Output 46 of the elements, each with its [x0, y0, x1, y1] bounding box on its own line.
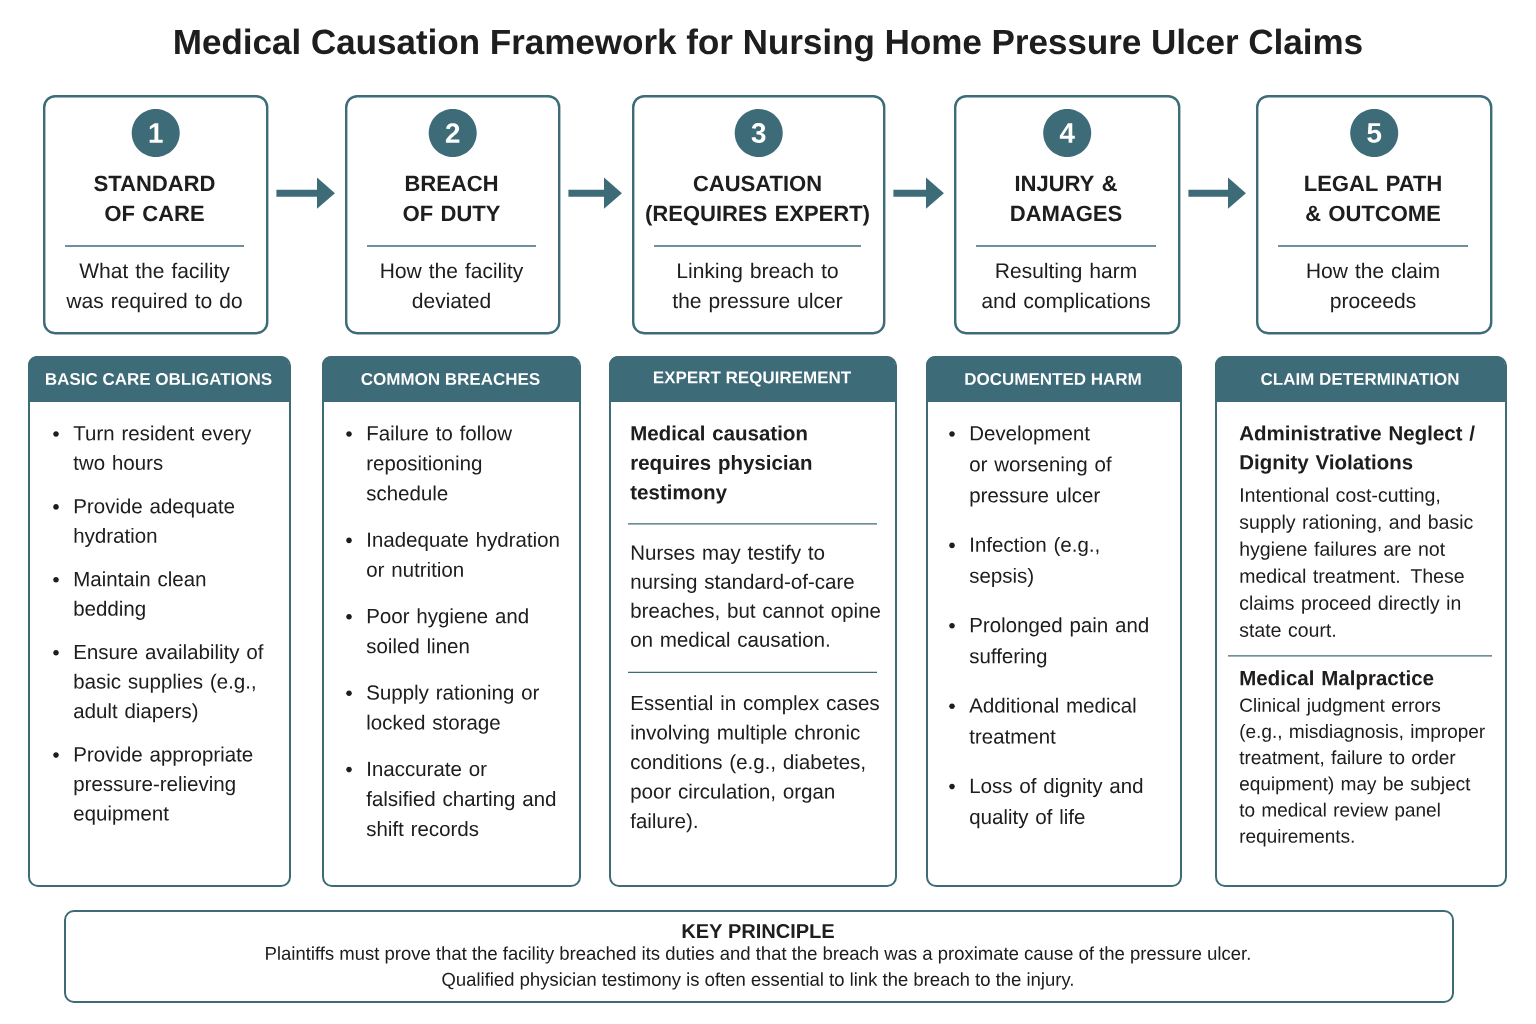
panel-header: CLAIM DETERMINATION [1215, 356, 1505, 402]
panel-text: Clinical judgment errors (e.g., misdiagnosis, improper treatment, failure to order equipment) may be subject to medical review panel requirements. [1239, 697, 1485, 847]
number-badge: 1 [131, 109, 180, 157]
key-principle-text: Qualified physician testimony is often essential to link the breach to the injury. [442, 972, 1073, 990]
list-item: Supply rationing or locked storage [367, 684, 540, 734]
list-item: Inadequate hydration or nutrition [367, 531, 559, 577]
step-heading: INJURY & DAMAGES [1011, 175, 1122, 222]
key-principle-text: Plaintiffs must prove that the facility breached its duties and that the breach was a proximate cause of the pressure ulcer. [266, 946, 1250, 964]
list-item: Failure to follow repositioning schedule [366, 425, 513, 501]
list-item: Prolonged pain and suffering [969, 617, 1148, 668]
panel-text: Intentional cost-cutting, supply rationing, and basic hygiene failures are not medical treatment. These claims proceed directly in state court. [1239, 487, 1473, 637]
panel-header: COMMON BREACHES [322, 356, 579, 402]
step-heading: BREACH OF DUTY [403, 175, 501, 222]
panel-header: BASIC CARE OBLIGATIONS [28, 356, 289, 402]
number-badge: 2 [428, 109, 477, 157]
number-badge: 5 [1350, 109, 1399, 157]
step-description: How the claim proceeds [1307, 262, 1439, 313]
list-item: Additional medical treatment [969, 697, 1136, 744]
list-item: Development or worsening of pressure ulcer [970, 425, 1112, 507]
list-item: Provide adequate hydration [74, 498, 235, 547]
list-item: Provide appropriate pressure-relieving equipment [74, 746, 253, 825]
key-principle-heading: KEY PRINCIPLE [682, 923, 834, 939]
panel-header: EXPERT REQUIREMENT [609, 356, 895, 402]
step-heading: LEGAL PATH & OUTCOME [1305, 175, 1441, 222]
panel-subheading: Medical causation requires physician testimony [630, 425, 812, 504]
list-item: Ensure availability of basic supplies (e.g., adult diapers) [74, 644, 264, 723]
list-item: Infection (e.g., sepsis) [969, 536, 1099, 587]
list-item: Loss of dignity and quality of life [970, 778, 1143, 829]
list-item: Maintain clean bedding [74, 571, 206, 620]
panel-text: Nurses may testify to nursing standard-of-care breaches, but cannot opine on medical causation. [631, 544, 880, 647]
number-badge: 3 [734, 109, 783, 157]
step-heading: STANDARD OF CARE [94, 175, 215, 222]
step-description: Resulting harm and complications [982, 262, 1150, 313]
panel-header: DOCUMENTED HARM [926, 356, 1180, 402]
list-item: Poor hygiene and soiled linen [366, 608, 528, 654]
list-item: Turn resident every two hours [73, 425, 252, 471]
panel-subheading: Administrative Neglect / Dignity Violations [1239, 425, 1475, 474]
panel-text: Essential in complex cases involving multiple chronic conditions (e.g., diabetes, poor circulation, organ failure). [630, 695, 879, 833]
list-item: Inaccurate or falsified charting and shift records [366, 761, 556, 837]
step-heading: CAUSATION (REQUIRES EXPERT) [646, 175, 869, 226]
panel-subheading: Medical Malpractice [1240, 670, 1434, 690]
number-badge: 4 [1043, 109, 1092, 157]
step-description: Linking breach to the pressure ulcer [672, 262, 843, 313]
title: Medical Causation Framework for Nursing Home Pressure Ulcer Claims [175, 28, 1362, 62]
step-description: How the facility deviated [381, 262, 524, 309]
step-description: What the facility was required to do [66, 262, 242, 313]
